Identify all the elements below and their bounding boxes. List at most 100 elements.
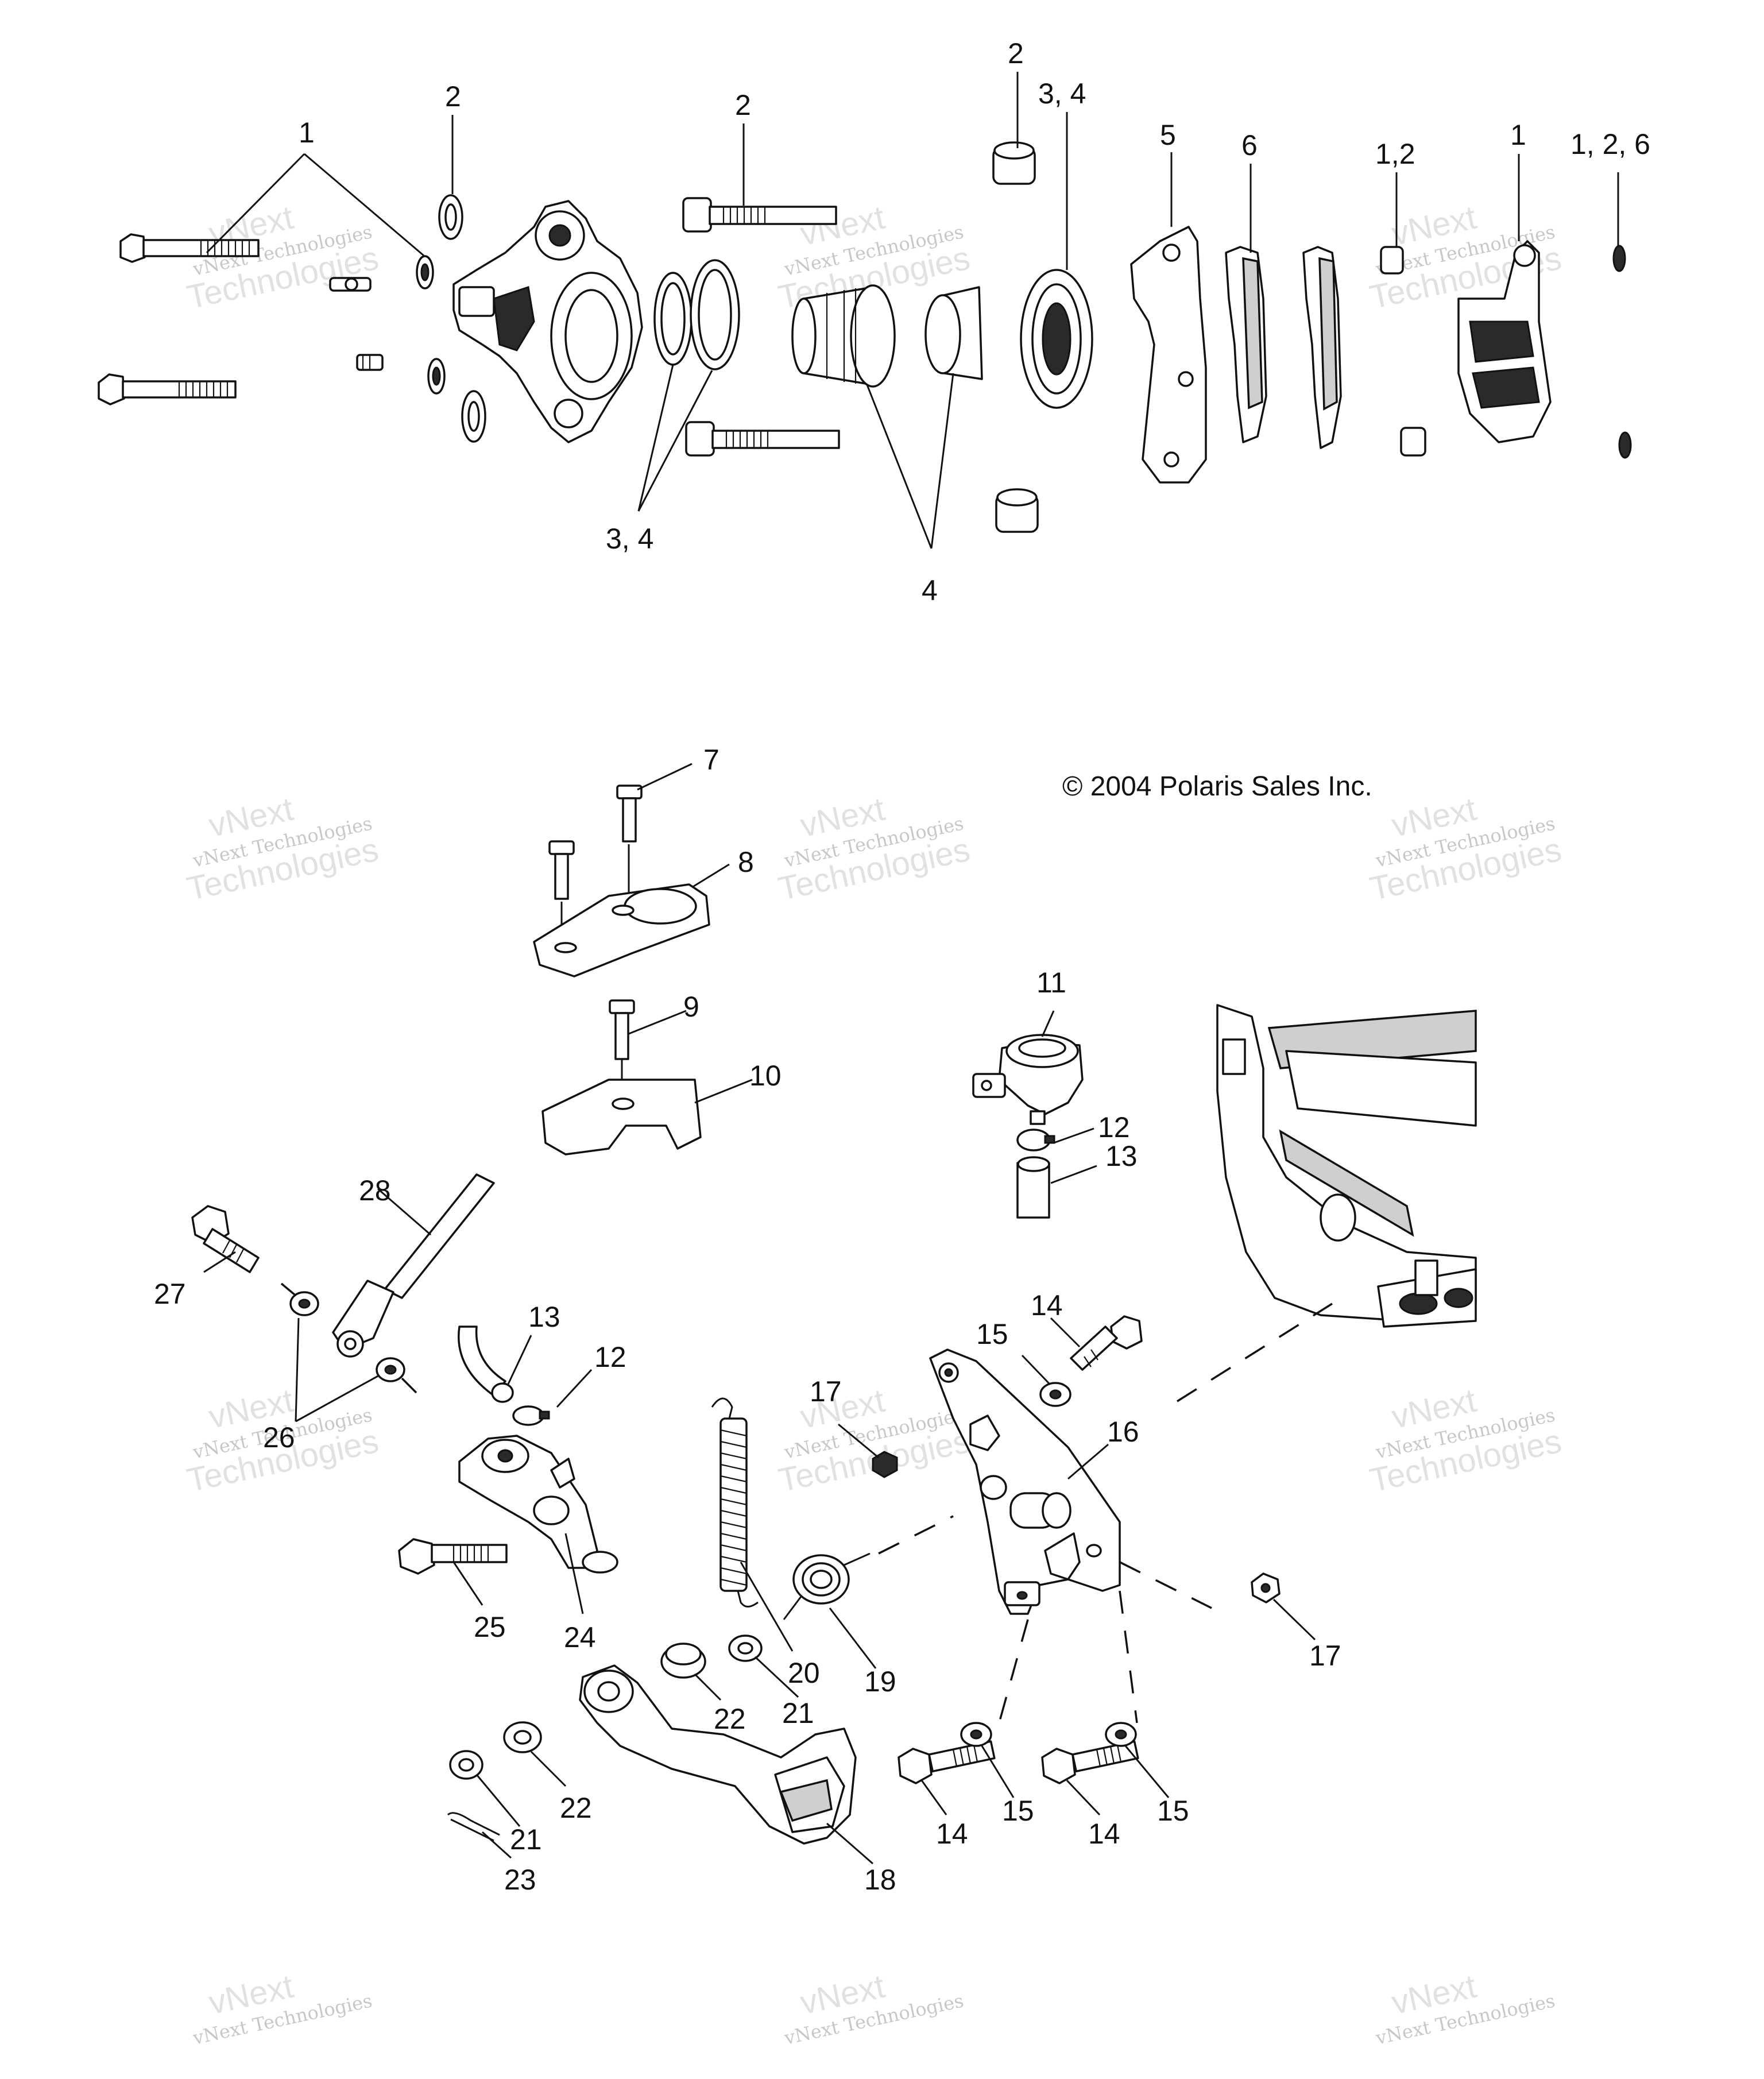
callout-label: 2 xyxy=(735,89,751,121)
return-spring xyxy=(711,1397,759,1607)
callout-label: 7 xyxy=(703,744,719,776)
brake-pad-outer xyxy=(1302,246,1342,449)
callout-label: 14 xyxy=(1088,1818,1120,1850)
housing-bushing-upper xyxy=(1380,246,1404,275)
callout-label: 25 xyxy=(474,1611,506,1643)
callout-label: 15 xyxy=(1002,1795,1034,1827)
callout-label: 15 xyxy=(1157,1795,1189,1827)
copyright-notice: © 2004 Polaris Sales Inc. xyxy=(1062,771,1372,802)
callout-label: 21 xyxy=(782,1697,814,1729)
callout-label: 11 xyxy=(1036,967,1066,999)
callout-label: 3, 4 xyxy=(1038,78,1086,110)
clamp-bolt xyxy=(609,999,635,1060)
brake-line xyxy=(332,1173,495,1358)
callout-label: 8 xyxy=(738,846,754,878)
watermark: vNext vNext Technologies Technologies xyxy=(775,790,973,908)
pin-bolt-lower xyxy=(685,421,840,457)
hose-clamp xyxy=(512,1405,550,1426)
lock-nut xyxy=(1251,1572,1281,1603)
vent-hose xyxy=(1016,1156,1050,1219)
callout-label: 1 xyxy=(299,117,315,149)
piston-seal xyxy=(690,259,740,370)
callout-label: 17 xyxy=(1309,1640,1341,1672)
bracket-bolt xyxy=(1070,1315,1143,1371)
callout-label: 13 xyxy=(1105,1140,1138,1172)
callout-leaders-top xyxy=(206,72,1619,549)
callout-label: 27 xyxy=(154,1278,186,1310)
dust-seal xyxy=(653,272,693,366)
pivot-bushing xyxy=(660,1643,706,1679)
callout-label: 1,2 xyxy=(1375,138,1415,170)
callout-label: 18 xyxy=(864,1864,896,1896)
outer-seal xyxy=(1020,269,1093,409)
callout-label: 19 xyxy=(864,1665,896,1698)
callout-label: 1 xyxy=(1510,119,1526,151)
callout-label: 6 xyxy=(1241,129,1258,161)
piston-cup xyxy=(924,286,983,380)
callout-label: 22 xyxy=(560,1792,592,1824)
housing-bushing-lower xyxy=(1400,427,1426,457)
bushing-lower xyxy=(995,488,1039,533)
brake-fluid-reservoir xyxy=(972,1034,1084,1125)
watermark: vNext vNext Technologies xyxy=(191,1968,374,2049)
assembly-lines xyxy=(998,1303,1333,1724)
watermark: vNext vNext Technologies Technologies xyxy=(1367,1382,1565,1500)
callout-label: 2 xyxy=(1008,37,1024,69)
callout-label: 28 xyxy=(359,1174,391,1207)
caliper-housing xyxy=(1457,240,1552,443)
callout-label: 12 xyxy=(1098,1111,1130,1143)
callout-label: 5 xyxy=(1160,119,1176,151)
callout-label: 23 xyxy=(504,1864,536,1896)
callout-label: 14 xyxy=(1031,1289,1063,1321)
caliper-assembly xyxy=(98,72,1632,549)
callout-label: 16 xyxy=(1107,1416,1139,1448)
callout-label: 24 xyxy=(564,1621,596,1653)
callout-labels-top: 1 2 2 2 3, 4 5 6 1,2 1 1, 2, 6 3, 4 4 xyxy=(299,37,1650,606)
retaining-ring xyxy=(1618,431,1632,459)
caliper-bolt-upper xyxy=(119,233,260,263)
bushing-upper xyxy=(992,141,1036,185)
callout-label: 15 xyxy=(976,1318,1008,1350)
retaining-ring xyxy=(1612,245,1626,272)
callout-label: 10 xyxy=(749,1060,782,1092)
callout-labels-lower: 7 8 9 10 11 12 13 28 27 13 12 26 14 15 1… xyxy=(154,744,1341,1896)
cable-clamp xyxy=(533,883,710,977)
caliper-bolt-lower xyxy=(98,373,237,405)
callout-label: 26 xyxy=(263,1421,295,1454)
pedal-bracket xyxy=(929,1348,1121,1615)
hose-clamp xyxy=(1016,1129,1055,1151)
banjo-bolt xyxy=(191,1205,260,1273)
callout-label: 4 xyxy=(922,574,938,606)
callout-label: 2 xyxy=(445,80,461,113)
callout-label: 21 xyxy=(510,1823,542,1856)
lock-nut xyxy=(872,1451,898,1478)
brake-pedal xyxy=(579,1664,857,1845)
callout-label: 13 xyxy=(528,1301,560,1333)
callout-label: 22 xyxy=(714,1703,746,1735)
watermark: vNext vNext Technologies xyxy=(1374,1968,1557,2049)
vehicle-frame xyxy=(1216,1004,1477,1328)
saddle-clamp xyxy=(541,1079,702,1156)
bracket-bolt xyxy=(898,1740,996,1784)
clamp-bolt xyxy=(616,785,643,843)
callout-label: 1, 2, 6 xyxy=(1570,128,1650,160)
master-cylinder xyxy=(458,1435,618,1574)
cotter-pin xyxy=(447,1812,500,1842)
brake-pad-inner xyxy=(1225,246,1267,443)
pin-bolt-upper xyxy=(682,197,837,233)
mount-clamps xyxy=(533,785,710,1156)
watermark: vNext vNext Technologies Technologies xyxy=(1367,790,1565,908)
callout-label: 9 xyxy=(683,991,699,1023)
callout-label: 3, 4 xyxy=(606,523,653,555)
bleeder-fitting xyxy=(356,354,384,371)
watermark: vNext vNext Technologies Technologies xyxy=(184,790,382,908)
piston xyxy=(791,284,896,388)
mounting-bolt xyxy=(398,1538,508,1575)
caliper-bracket xyxy=(1130,226,1207,484)
callout-label: 14 xyxy=(936,1818,968,1850)
bracket-bolt xyxy=(1041,1740,1139,1784)
callout-label: 20 xyxy=(788,1657,820,1689)
watermark-group: vNext vNext Technologies Technologies vN… xyxy=(184,199,1565,2049)
torsion-spring xyxy=(783,1552,871,1620)
